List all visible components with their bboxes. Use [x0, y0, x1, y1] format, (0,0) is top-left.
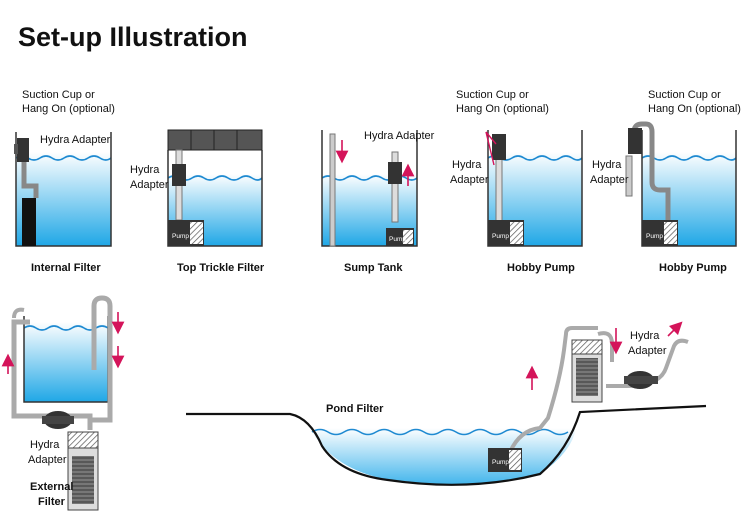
- pipe: [631, 121, 671, 222]
- outflow-pipe: [625, 155, 633, 197]
- panel-sump-tank: Pump Hydra Adapter Sump Tank: [321, 130, 435, 274]
- hydra-adapter-icon: [172, 164, 186, 186]
- caption-pond-filter: Pond Filter: [326, 403, 384, 415]
- pointer-line: [485, 131, 495, 166]
- label-hydra: Hydra: [130, 164, 160, 176]
- pipe: [21, 160, 39, 198]
- label-suction-1: Suction Cup or: [456, 89, 529, 101]
- wave-line: [15, 155, 112, 161]
- caption-external: External: [30, 481, 73, 493]
- trickle-box: [167, 129, 263, 151]
- label-suction-1: Suction Cup or: [22, 89, 95, 101]
- label-suction-2: Hang On (optional): [648, 103, 741, 115]
- flow-out-arrow-icon: [667, 321, 683, 337]
- inflow-pipe: [329, 133, 336, 247]
- label-suction-2: Hang On (optional): [22, 103, 115, 115]
- ground-line: [186, 404, 707, 486]
- tank: [167, 150, 263, 247]
- label-suction-2: Hang On (optional): [456, 103, 549, 115]
- suction-cup-icon: [14, 144, 18, 154]
- pump-label: Pump: [389, 236, 406, 243]
- hydra-adapter-icon: [388, 162, 402, 184]
- hydra-adapter-icon: [17, 138, 29, 162]
- label-adapter: Adapter: [628, 345, 667, 357]
- tank: [641, 130, 737, 247]
- panel-hobby-pump-2: Pump Suction Cup or Hang On (optional) H…: [590, 89, 741, 274]
- label-adapter: Adapter: [590, 174, 629, 186]
- wave-line: [641, 155, 737, 161]
- panel-top-trickle-filter: Pump Hydra Adapter Top Trickle Filter: [130, 129, 265, 274]
- panel-external-filter: Hydra Adapter External Filter: [1, 295, 125, 511]
- label-hydra: Hydra: [452, 159, 482, 171]
- panel-pond-filter: Pump Pond Filter Hydra Adapter: [186, 321, 707, 486]
- panel-hobby-pump-1: Pump Suction Cup or Hang On (optional) H…: [450, 89, 583, 274]
- intake-pipe: [90, 295, 113, 423]
- filter-body: [22, 198, 36, 246]
- caption-filter: Filter: [38, 496, 66, 508]
- pump-label: Pump: [172, 233, 189, 240]
- tank: [321, 130, 418, 247]
- label-adapter: Adapter: [28, 454, 67, 466]
- caption-hobby-pump-2: Hobby Pump: [659, 262, 727, 274]
- pond-pipe: [508, 326, 598, 453]
- label-hydra: Hydra: [30, 439, 60, 451]
- caption-sump-tank: Sump Tank: [344, 262, 403, 274]
- pump-label: Pump: [646, 233, 663, 240]
- panel-internal-filter: Suction Cup or Hang On (optional) Hydra …: [14, 89, 115, 274]
- pointer-line: [485, 131, 497, 145]
- label-adapter: Adapter: [450, 174, 489, 186]
- pump-label: Pump: [492, 233, 509, 240]
- caption-internal-filter: Internal Filter: [31, 262, 101, 274]
- tank: [15, 132, 112, 247]
- label-suction-1: Suction Cup or: [648, 89, 721, 101]
- hydra-adapter-icon: [492, 134, 506, 160]
- hydra-adapter-icon: [628, 128, 642, 154]
- label-adapter: Adapter: [130, 179, 169, 191]
- page-title: Set-up Illustration: [18, 22, 248, 52]
- caption-hobby-pump-1: Hobby Pump: [507, 262, 575, 274]
- tank: [487, 130, 583, 247]
- pipe: [391, 151, 399, 223]
- label-hydra-adapter: Hydra Adapter: [364, 130, 435, 142]
- label-hydra: Hydra: [630, 330, 660, 342]
- label-hydra: Hydra: [592, 159, 622, 171]
- caption-top-trickle-filter: Top Trickle Filter: [177, 262, 265, 274]
- pump-label: Pump: [492, 459, 509, 466]
- label-hydra-adapter: Hydra Adapter: [40, 134, 111, 146]
- pipe: [495, 149, 503, 223]
